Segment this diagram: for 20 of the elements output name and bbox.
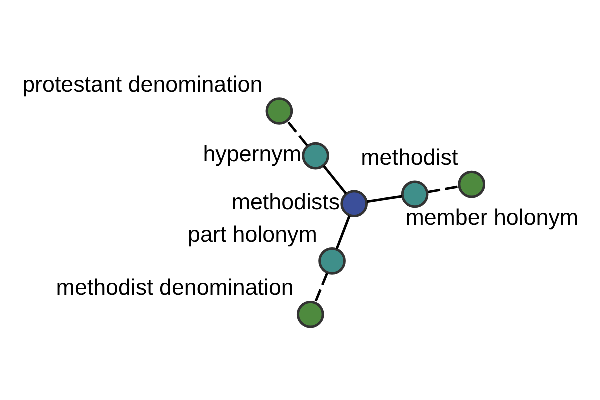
node-circle bbox=[458, 170, 486, 198]
node-label: protestant denomination bbox=[22, 71, 263, 96]
node-circle bbox=[340, 190, 368, 218]
connector bbox=[367, 194, 402, 203]
node-circle bbox=[318, 247, 346, 274]
connector bbox=[428, 184, 460, 193]
connector bbox=[314, 272, 328, 303]
connector bbox=[323, 164, 348, 194]
node-circle bbox=[302, 142, 330, 170]
node-label: member holonym bbox=[406, 204, 579, 230]
connector bbox=[336, 215, 351, 249]
node-label: methodist denomination bbox=[56, 274, 294, 300]
node-label: methodists bbox=[232, 188, 340, 214]
connector bbox=[286, 120, 308, 146]
node-circle bbox=[401, 180, 429, 208]
node-label: methodist bbox=[361, 144, 458, 170]
node-circle bbox=[266, 97, 294, 124]
node-label: hypernym bbox=[203, 140, 302, 166]
node-label: part holonym bbox=[188, 221, 318, 246]
node-circle bbox=[296, 300, 324, 328]
